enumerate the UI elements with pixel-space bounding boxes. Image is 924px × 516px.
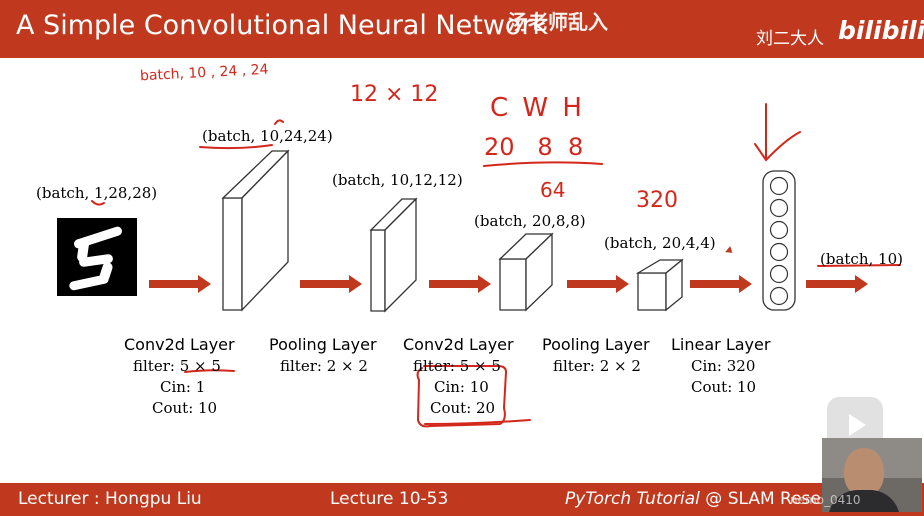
channel-name: 刘二大人 bbox=[756, 29, 824, 49]
footer-lecture-number: Lecture 10-53 bbox=[330, 489, 449, 509]
title-bar: A Simple Convolutional Neural Network 汤老… bbox=[0, 0, 924, 58]
param-linear-cout: Cout: 10 bbox=[691, 378, 757, 396]
param-conv2-cin: Cin: 10 bbox=[434, 378, 489, 396]
shape-pool2: (batch, 20,4,4) bbox=[604, 234, 716, 252]
param-pool2-filter: filter: 2 × 2 bbox=[553, 357, 641, 375]
footer-lab: @ SLAM Rese bbox=[705, 489, 821, 509]
conv1-feature-map bbox=[221, 149, 290, 312]
param-conv1-cin: Cin: 1 bbox=[160, 378, 206, 396]
webcam-overlay bbox=[822, 438, 922, 512]
param-linear-cin: Cin: 320 bbox=[691, 357, 756, 375]
footer-tutorial: PyTorch Tutorial @ SLAM Rese bbox=[565, 489, 821, 509]
bilibili-logo: bilibili bbox=[838, 16, 924, 45]
pool2-feature-map bbox=[635, 258, 684, 312]
slide-title: A Simple Convolutional Neural Network bbox=[16, 10, 549, 41]
layer-name-conv1: Conv2d Layer bbox=[124, 335, 235, 354]
note-cwh: C W H bbox=[490, 93, 585, 123]
conv2-feature-map bbox=[498, 232, 554, 312]
linear-layer-neurons bbox=[762, 170, 796, 311]
note-batch-shape: batch, 10 , 24 , 24 bbox=[139, 61, 269, 85]
shape-conv2: (batch, 20,8,8) bbox=[474, 212, 586, 230]
play-icon bbox=[849, 414, 866, 436]
param-conv1-filter: filter: 5 × 5 bbox=[133, 357, 221, 375]
input-digit-image bbox=[57, 218, 137, 296]
shape-output: (batch, 10) bbox=[820, 250, 903, 268]
shape-input: (batch, 1,28,28) bbox=[36, 184, 158, 202]
note-feature: 64 bbox=[540, 178, 566, 202]
note-pool-size: 12 × 12 bbox=[350, 82, 439, 107]
shape-pool1: (batch, 10,12,12) bbox=[332, 171, 463, 189]
pool1-feature-map bbox=[369, 197, 418, 313]
mouse-pointer-icon bbox=[725, 246, 735, 256]
note-flatten: 320 bbox=[636, 188, 678, 213]
param-pool1-filter: filter: 2 × 2 bbox=[280, 357, 368, 375]
param-conv1-cout: Cout: 10 bbox=[152, 399, 218, 417]
layer-name-conv2: Conv2d Layer bbox=[403, 335, 514, 354]
video-watermark: nemo_0410 bbox=[790, 493, 861, 507]
param-conv2-filter: filter: 5 × 5 bbox=[413, 357, 501, 375]
layer-name-linear: Linear Layer bbox=[671, 335, 771, 354]
layer-name-pool1: Pooling Layer bbox=[269, 335, 377, 354]
param-conv2-cout: Cout: 20 bbox=[430, 399, 496, 417]
footer-tutorial-name: PyTorch Tutorial bbox=[565, 489, 700, 509]
overlay-caption: 汤老师乱入 bbox=[508, 10, 608, 34]
footer-bar: Lecturer : Hongpu Liu Lecture 10-53 PyTo… bbox=[0, 483, 924, 516]
footer-lecturer: Lecturer : Hongpu Liu bbox=[18, 489, 202, 509]
note-cwh-values: 20 8 8 bbox=[484, 133, 584, 161]
flow-arrows bbox=[149, 275, 868, 293]
layer-name-pool2: Pooling Layer bbox=[542, 335, 650, 354]
shape-conv1: (batch, 10,24,24) bbox=[202, 127, 333, 145]
